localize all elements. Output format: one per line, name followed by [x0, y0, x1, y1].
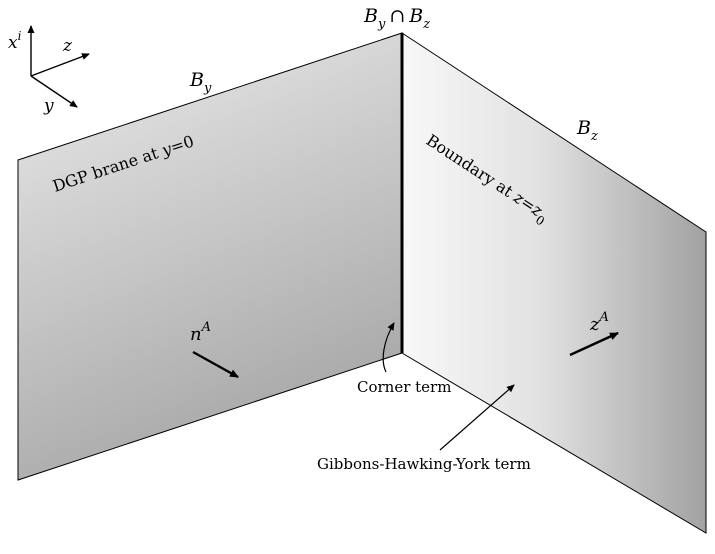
normal-vector-label: nA	[190, 320, 211, 345]
axis-y-label: y	[43, 96, 54, 116]
coordinate-axes	[27, 25, 90, 108]
z-vector-arrow	[569, 331, 619, 357]
intersection-label: By∩Bz	[363, 5, 430, 32]
ghy-term-label: Gibbons-Hawking-York term	[317, 455, 531, 473]
z-vector-label: zA	[589, 310, 609, 335]
corner-term-pointer	[382, 322, 395, 373]
dgp-brane-plane	[17, 32, 403, 481]
axis-y-line	[30, 75, 78, 108]
axis-z-line	[30, 53, 90, 77]
corner-term-label: Corner term	[357, 378, 451, 396]
normal-vector-arrow	[192, 350, 239, 379]
axis-z-label: z	[62, 36, 73, 56]
by-label: By	[189, 69, 212, 96]
bz-label: Bz	[576, 117, 598, 144]
axis-x-label: xi	[8, 29, 22, 53]
ghy-term-pointer	[439, 384, 515, 451]
